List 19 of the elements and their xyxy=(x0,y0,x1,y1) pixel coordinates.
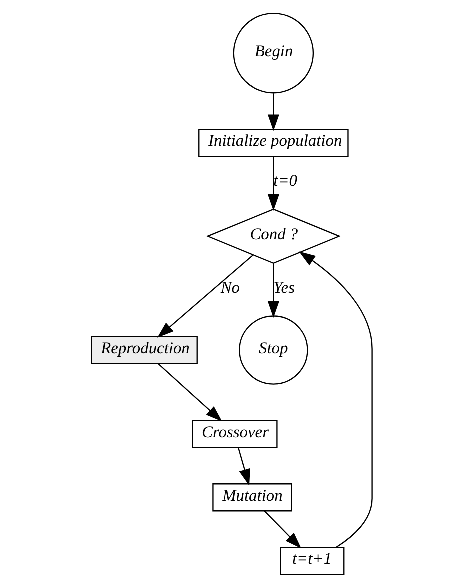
edge-label: Yes xyxy=(274,278,295,298)
node-box: Reproduction xyxy=(91,336,198,364)
arrow xyxy=(299,252,373,548)
node-box: t=t+1 xyxy=(280,546,345,576)
edge-label: No xyxy=(220,278,240,298)
node-box: Crossover xyxy=(192,420,278,448)
node-circle: Begin xyxy=(233,12,314,94)
arrow xyxy=(268,94,280,132)
arrow xyxy=(158,363,222,422)
arrow xyxy=(264,510,302,549)
arrow xyxy=(268,263,280,318)
arrow xyxy=(157,255,254,338)
node-box: Initialize population xyxy=(198,128,349,158)
node-circle: Stop xyxy=(239,316,308,385)
node-box: Mutation xyxy=(212,484,292,512)
arrow xyxy=(238,448,250,486)
edge-label: t=0 xyxy=(274,171,298,190)
node-diamond: Cond ? xyxy=(206,208,341,264)
arrow xyxy=(268,156,280,212)
